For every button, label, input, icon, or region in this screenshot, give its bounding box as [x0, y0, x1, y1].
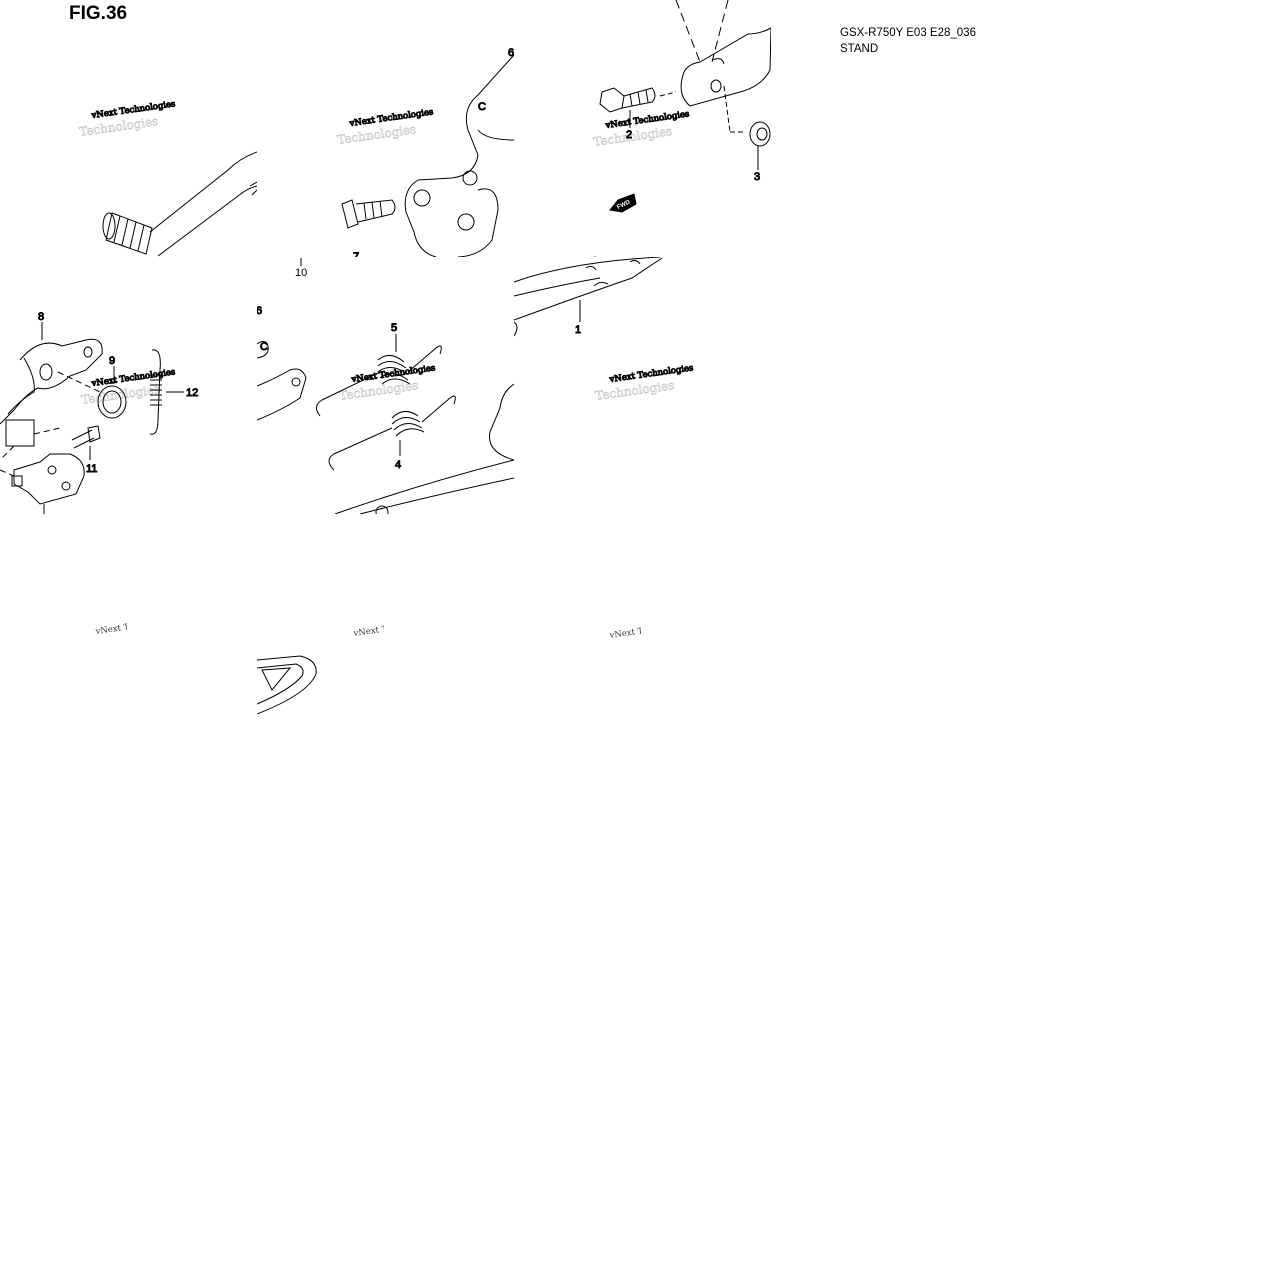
svg-text:FWD: FWD [616, 199, 632, 210]
svg-text:6: 6 [256, 305, 262, 317]
watermark: vNext Technologies Technologies [78, 99, 176, 139]
link-lever-8 [0, 338, 103, 425]
springs-tile: vNext Technologies Technologies 6 C 5 4 [256, 305, 514, 514]
bracket-plate [404, 54, 514, 257]
svg-text:Technologies: Technologies [594, 378, 675, 403]
side-stand-arm [593, 256, 596, 257]
spring-4 [328, 395, 456, 471]
washer-9 [97, 385, 127, 419]
model-info: GSX-R750Y E03 E28_036 STAND [840, 25, 976, 57]
svg-text:Technologies: Technologies [336, 122, 417, 147]
spring-5 [316, 345, 442, 417]
svg-text:12: 12 [186, 387, 198, 399]
watermark: vNext Technologies Technologies [336, 107, 434, 147]
side-stand-tile: vNext Technologies Technologies 1 [514, 257, 695, 403]
svg-text:9: 9 [109, 355, 115, 367]
linkage-tile: vNext Technologies Technologies 8 9 12 1… [0, 311, 199, 514]
bolt-11 [71, 425, 101, 449]
figure-title: FIG.36 [69, 3, 128, 24]
watermark: vNext Technologies Technologies [592, 109, 690, 149]
svg-text:Technologies: Technologies [592, 124, 673, 149]
svg-text:C: C [478, 101, 486, 113]
pivot-housing [680, 27, 771, 107]
stand-bracket [0, 419, 85, 514]
stand-foot [257, 340, 307, 421]
svg-text:8: 8 [38, 311, 44, 323]
model-code: GSX-R750Y E03 E28_036 [840, 27, 976, 39]
svg-text:3: 3 [754, 171, 760, 183]
nut-3 [749, 121, 771, 147]
shift-pedal-tile: vNext Technologies Technologies [78, 99, 257, 257]
bracket-tile: vNext Technologies Technologies C 7 6 [336, 47, 514, 263]
stand-pivot-tile: vNext Technologies Technologies 3 2 FWD [592, 0, 771, 257]
bolt-2 [599, 87, 656, 113]
label-10: 10 [295, 267, 307, 279]
bolt-7 [341, 199, 396, 229]
stand-foot-tile [257, 655, 317, 714]
section-title: STAND [840, 43, 879, 55]
svg-text:6: 6 [508, 47, 514, 59]
watermark: vNext Technologies Technologies [338, 363, 436, 403]
shift-lever-arm [149, 151, 257, 257]
svg-text:1: 1 [575, 324, 581, 336]
svg-text:5: 5 [391, 322, 397, 334]
svg-text:C: C [260, 341, 268, 353]
svg-text:4: 4 [395, 459, 401, 471]
shift-peg-rubber [102, 212, 153, 255]
watermark-row: vNext Technologies vNext Technologies vN… [94, 614, 771, 664]
fwd-arrow-icon: FWD [609, 193, 637, 213]
svg-text:Technologies: Technologies [78, 114, 159, 139]
svg-text:7: 7 [353, 251, 359, 263]
watermark: vNext Technologies Technologies [80, 367, 176, 407]
watermark: vNext Technologies Technologies [594, 363, 694, 403]
svg-text:11: 11 [86, 463, 97, 475]
svg-text:2: 2 [626, 129, 632, 141]
spring-12 [149, 349, 162, 435]
